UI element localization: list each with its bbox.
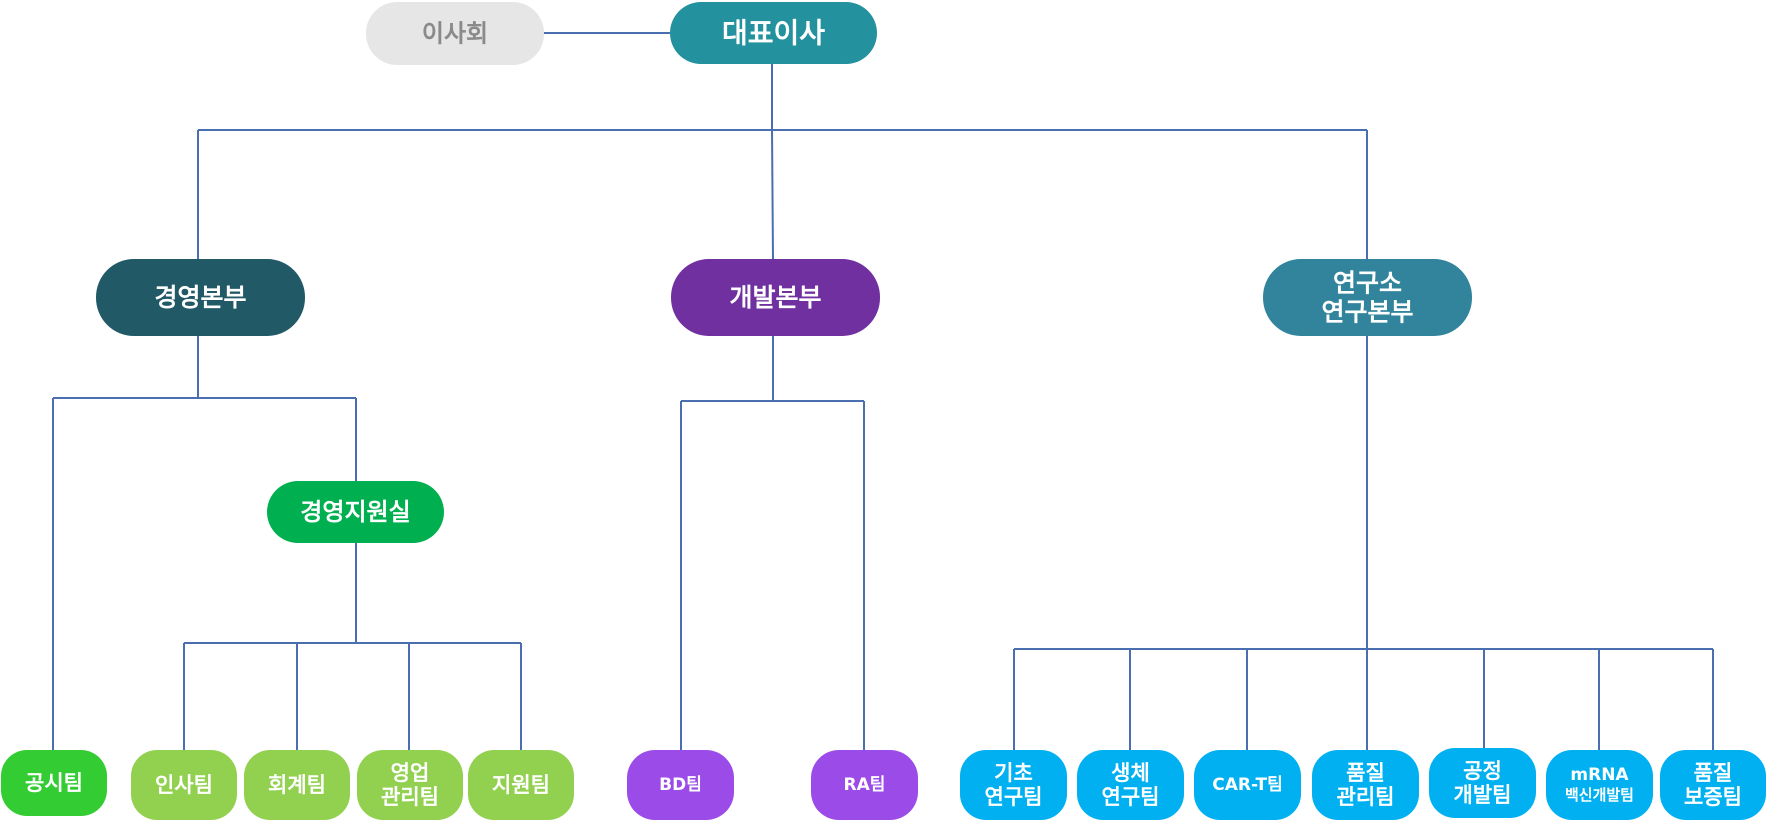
node-hr-team: 인사팀 (131, 750, 237, 820)
node-label: 생체 (1111, 761, 1150, 785)
connector-line (771, 129, 774, 260)
node-dev-hq: 개발본부 (671, 259, 880, 336)
node-box (1, 750, 107, 816)
node-label: 영업 (391, 761, 430, 785)
node-bd-team: BD팀 (627, 750, 734, 820)
node-disclosure-team: 공시팀 (1, 750, 107, 816)
node-label: 보증팀 (1684, 785, 1742, 809)
node-box (1660, 750, 1766, 820)
node-label: 연구팀 (1102, 785, 1160, 809)
node-label: 관리팀 (1337, 785, 1395, 809)
node-label: 개발팀 (1454, 783, 1512, 807)
node-label: 연구본부 (1321, 297, 1413, 326)
node-box (1263, 259, 1472, 336)
node-label: 경영본부 (154, 283, 246, 312)
node-label: 공정 (1463, 759, 1502, 783)
node-label: 연구소 (1333, 269, 1402, 298)
node-box (1077, 750, 1184, 820)
node-box (468, 750, 574, 820)
node-mgmt-support: 경영지원실 (267, 481, 444, 543)
node-box (960, 750, 1067, 820)
node-label: 인사팀 (155, 773, 213, 797)
node-label: CAR-T팀 (1212, 775, 1283, 795)
node-label: 기초 (994, 761, 1033, 785)
node-label: 지원팀 (492, 773, 550, 797)
node-label: 경영지원실 (300, 498, 410, 526)
node-box (671, 259, 880, 336)
node-ceo: 대표이사 (670, 2, 877, 64)
node-cart-team: CAR-T팀 (1194, 750, 1301, 820)
node-ra-team: RA팀 (811, 750, 918, 820)
node-box (357, 750, 463, 820)
node-label: 회계팀 (268, 773, 326, 797)
node-label: 백신개발팀 (1565, 786, 1634, 804)
node-mgmt-hq: 경영본부 (96, 259, 305, 336)
node-label: mRNA (1570, 765, 1629, 785)
node-label: 품질 (1346, 761, 1385, 785)
node-label: 관리팀 (381, 785, 439, 809)
node-board: 이사회 (366, 2, 544, 65)
node-label: 연구팀 (985, 785, 1043, 809)
node-label: 개발본부 (729, 283, 821, 312)
node-box (1429, 748, 1536, 818)
node-box (1194, 750, 1301, 820)
node-box (670, 2, 877, 64)
node-box (131, 750, 237, 820)
node-box (811, 750, 918, 820)
node-box (627, 750, 734, 820)
node-box (366, 2, 544, 65)
node-box (267, 481, 444, 543)
connector-lines (52, 32, 1714, 750)
node-label: BD팀 (659, 775, 702, 795)
node-box (1546, 750, 1653, 820)
node-accounting-team: 회계팀 (244, 750, 350, 820)
node-box (96, 259, 305, 336)
node-label: 공시팀 (25, 771, 83, 795)
node-box (244, 750, 350, 820)
node-label: 대표이사 (722, 17, 825, 50)
node-box (1312, 750, 1419, 820)
node-label: 이사회 (422, 20, 488, 48)
node-label: 품질 (1694, 761, 1733, 785)
node-label: RA팀 (844, 775, 886, 795)
node-support-team: 지원팀 (468, 750, 574, 820)
